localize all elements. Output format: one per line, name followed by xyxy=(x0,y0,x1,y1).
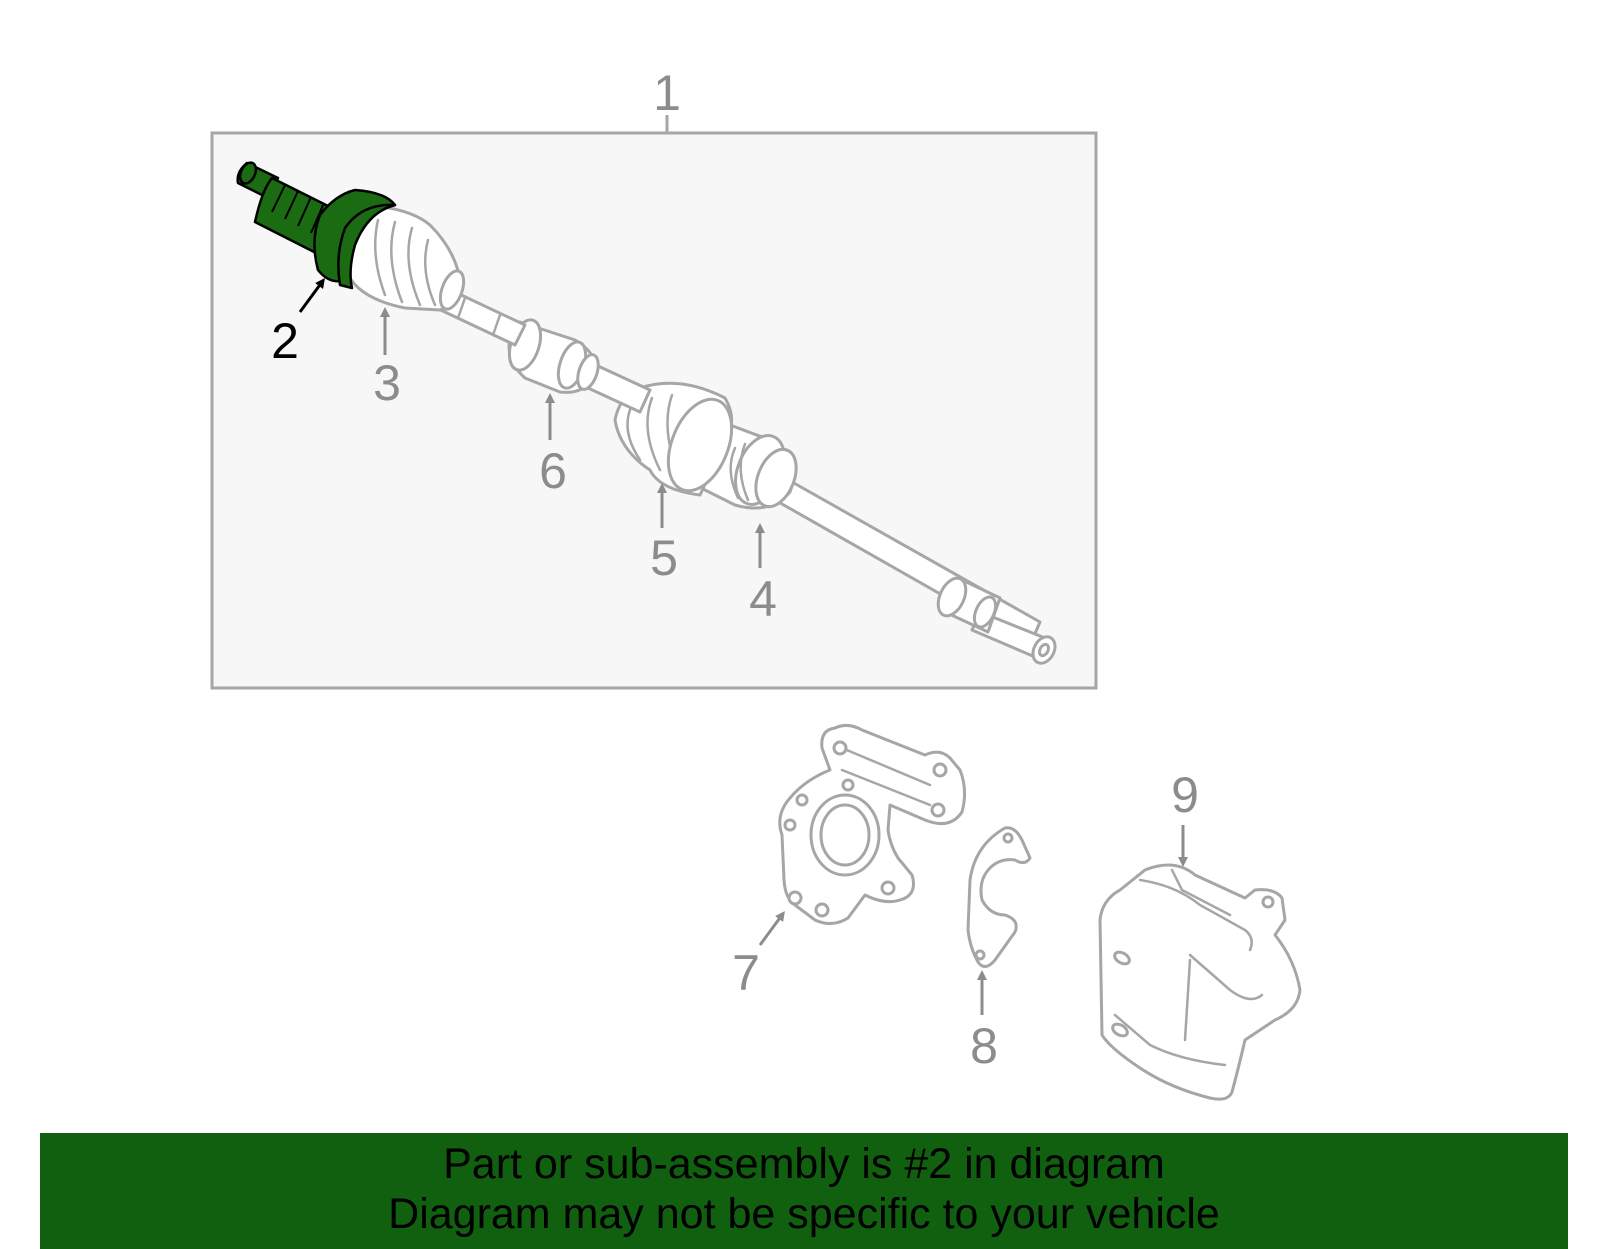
heat-shield xyxy=(1098,863,1302,1101)
axle-shaft-assembly xyxy=(236,161,1057,665)
gasket-plate xyxy=(966,826,1032,968)
callout-2-arrow xyxy=(298,277,325,313)
callout-2: 2 xyxy=(271,313,299,369)
callout-7-arrow xyxy=(758,910,785,946)
info-banner: Part or sub-assembly is #2 in diagram Di… xyxy=(40,1133,1568,1249)
inner-cv-joint-highlighted xyxy=(236,161,397,290)
callout-7: 7 xyxy=(732,945,760,1001)
callout-6: 6 xyxy=(539,443,567,499)
callout-3: 3 xyxy=(373,355,401,411)
banner-line-2: Diagram may not be specific to your vehi… xyxy=(388,1190,1220,1238)
callout-4: 4 xyxy=(749,571,777,627)
callout-8: 8 xyxy=(970,1018,998,1074)
callout-1: 1 xyxy=(653,65,681,121)
callout-5: 5 xyxy=(650,530,678,586)
callout-9: 9 xyxy=(1171,767,1199,823)
banner-line-1: Part or sub-assembly is #2 in diagram xyxy=(443,1140,1165,1188)
steering-knuckle xyxy=(778,723,967,925)
